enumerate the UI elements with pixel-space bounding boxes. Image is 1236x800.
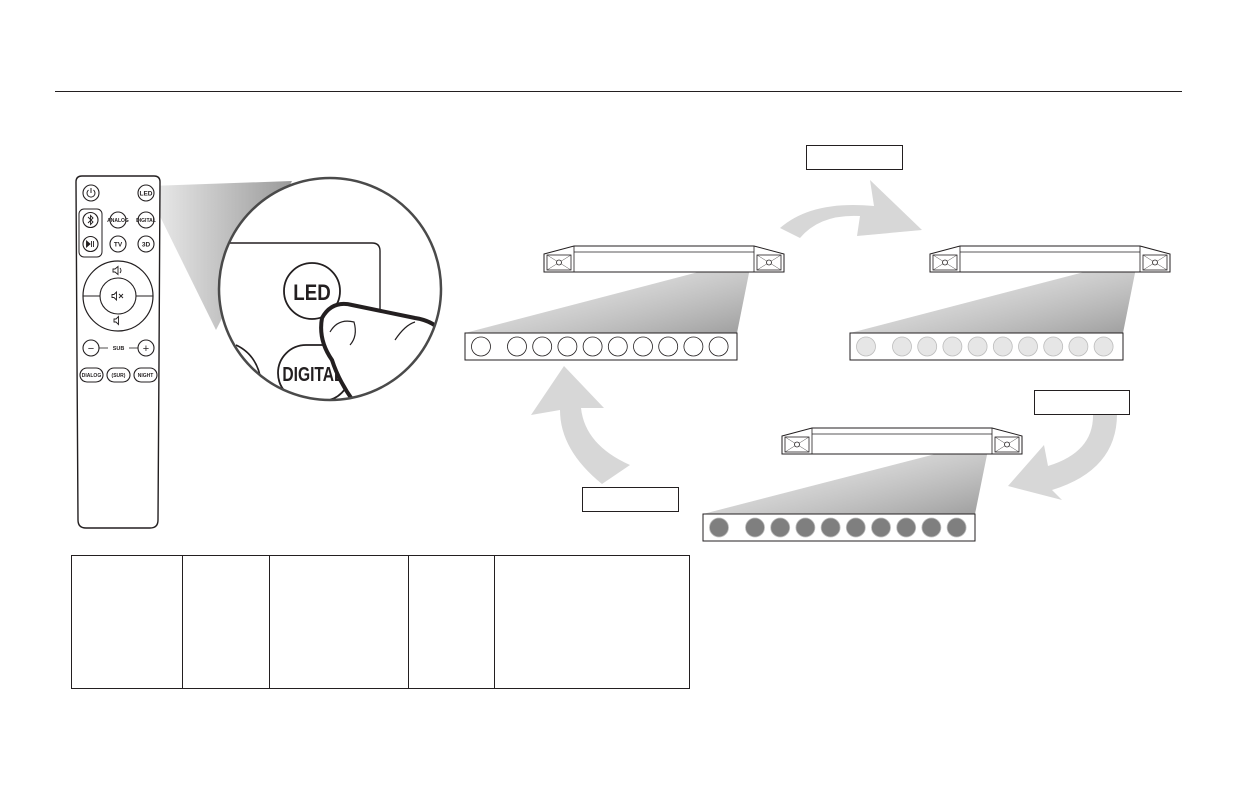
table-cell: [408, 555, 495, 689]
soundbar-medium: [849, 245, 1171, 361]
led-indicator: [942, 336, 963, 357]
table-row: [71, 555, 690, 689]
dialog-button[interactable]: DIALOG: [79, 367, 104, 383]
remote-control: LED ANALOG DIGITAL TV 3D: [75, 175, 161, 529]
led-indicator: [892, 336, 912, 357]
soundbar-body: [929, 245, 1171, 273]
power-button[interactable]: [82, 184, 100, 202]
soundbar-body: [781, 427, 1023, 455]
3d-button[interactable]: 3D: [137, 235, 155, 253]
volume-up-icon: [112, 265, 122, 276]
smart-surround-button[interactable]: (SUR): [106, 367, 131, 383]
led-indicator: [745, 517, 765, 538]
led-indicator: [607, 336, 628, 357]
info-table: [71, 555, 690, 689]
play-pause-button[interactable]: [82, 235, 99, 253]
led-indicator: [896, 517, 917, 538]
sub-minus-button[interactable]: −: [82, 339, 100, 357]
mute-icon: [111, 290, 124, 302]
source-group-frame: [78, 208, 103, 258]
led-indicator: [471, 336, 491, 357]
power-icon: [86, 189, 96, 198]
magnified-led-button[interactable]: LED: [283, 262, 341, 320]
led-indicator: [856, 336, 876, 357]
remote-body: [75, 175, 161, 529]
svg-text:+: +: [143, 343, 149, 355]
led-button-label: LED: [140, 191, 153, 198]
cycle-arrow-left: [531, 366, 630, 484]
led-indicator: [658, 336, 679, 357]
led-indicator: [845, 517, 866, 538]
tv-button-label: TV: [114, 242, 123, 249]
sub-label: SUB: [113, 346, 125, 352]
volume-ring[interactable]: [82, 260, 154, 332]
soundbar-bright: [464, 245, 785, 361]
3d-button-label: 3D: [142, 242, 151, 249]
svg-text:−: −: [88, 343, 94, 355]
soundbar-dim: [702, 427, 1023, 542]
led-indicator: [992, 336, 1013, 357]
led-indicator: [820, 517, 841, 538]
play-pause-icon: [86, 240, 94, 248]
svg-text:NIGHT: NIGHT: [138, 373, 154, 379]
led-indicator: [709, 517, 729, 538]
magnifier: LED DIGITAL: [217, 176, 443, 402]
digital-button[interactable]: DIGITAL: [136, 211, 156, 229]
svg-text:(SUR): (SUR): [112, 373, 126, 379]
light-beam: [703, 440, 990, 514]
led-indicator: [1093, 336, 1114, 357]
led-indicator: [946, 517, 967, 538]
table-cell: [71, 555, 183, 689]
led-indicator: [708, 336, 729, 357]
table-cell: [182, 555, 270, 689]
led-indicator: [633, 336, 653, 357]
led-button[interactable]: LED: [137, 184, 155, 202]
cycle-arrow-top: [780, 180, 922, 238]
led-indicator: [1068, 336, 1089, 357]
led-indicator: [795, 517, 816, 538]
light-beam: [465, 258, 752, 333]
soundbar-body: [543, 245, 785, 273]
table-cell: [494, 555, 690, 689]
analog-button[interactable]: ANALOG: [107, 211, 129, 229]
sub-plus-button[interactable]: +: [137, 339, 155, 357]
led-indicator: [871, 517, 891, 538]
table-cell: [269, 555, 409, 689]
mode-label-medium: [1034, 390, 1130, 415]
led-indicator: [967, 336, 988, 357]
led-indicator: [770, 517, 791, 538]
led-indicator: [917, 336, 938, 357]
led-indicator: [582, 336, 603, 357]
led-indicator: [1018, 336, 1038, 357]
cycle-arrow-right: [1008, 414, 1117, 500]
mode-label-bright: [806, 145, 903, 170]
magnified-led-label: LED: [293, 282, 330, 306]
digital-button-label: DIGITAL: [136, 218, 156, 224]
bluetooth-button[interactable]: [82, 211, 99, 229]
led-indicator: [1043, 336, 1064, 357]
mode-label-dim: [582, 487, 679, 512]
light-beam: [850, 258, 1138, 333]
led-indicator: [507, 336, 527, 357]
bluetooth-icon: [87, 214, 94, 226]
night-button[interactable]: NIGHT: [133, 367, 158, 383]
led-indicator: [532, 336, 553, 357]
led-indicator: [557, 336, 578, 357]
led-indicator: [683, 336, 704, 357]
volume-down-icon: [113, 315, 119, 326]
tv-button[interactable]: TV: [109, 235, 127, 253]
led-indicator: [921, 517, 942, 538]
analog-button-label: ANALOG: [107, 218, 129, 224]
magnified-digital-label: DIGITAL: [282, 363, 343, 385]
svg-text:DIALOG: DIALOG: [82, 373, 102, 379]
